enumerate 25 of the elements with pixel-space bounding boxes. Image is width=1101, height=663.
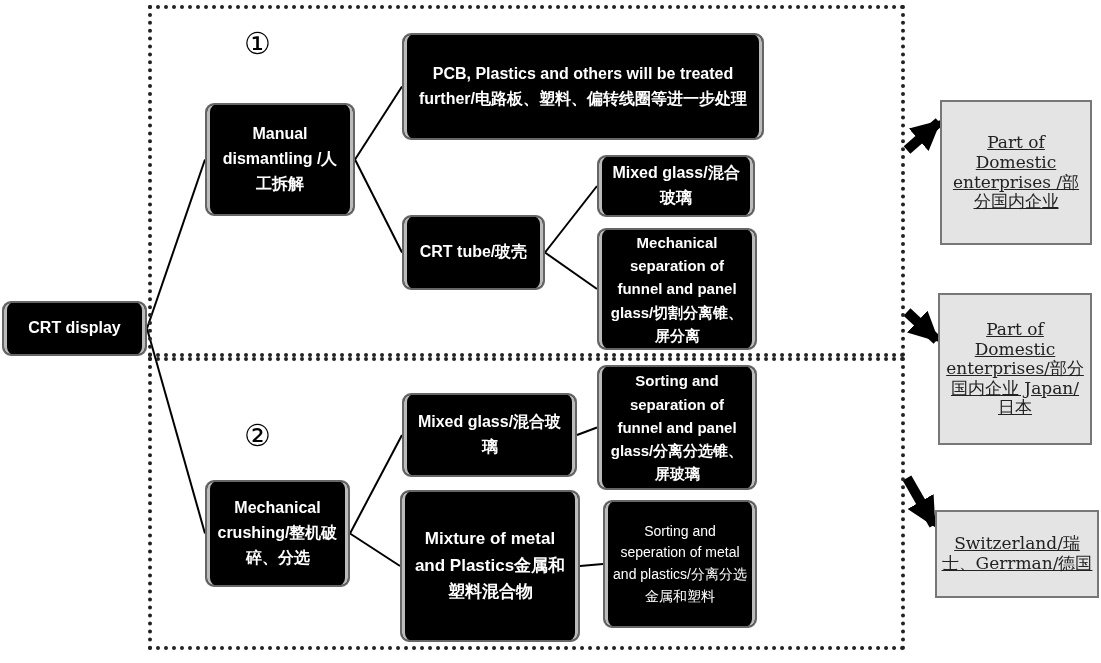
process-box: Mechanical separation of funnel and panel glass/切割分离锥、屏分离 (597, 228, 757, 350)
connector-line (146, 158, 206, 330)
connector-line (349, 532, 401, 567)
connector-line (544, 185, 598, 254)
connector-line (354, 85, 403, 161)
connector-line (576, 426, 598, 436)
process-box: Mixed glass/混合玻璃 (402, 393, 577, 477)
process-box: CRT tube/玻壳 (402, 215, 545, 290)
connector-line (354, 158, 403, 254)
process-box: CRT display (2, 301, 147, 356)
process-box: Sorting and separation of funnel and panel glass/分离分选锥、屏玻璃 (597, 365, 757, 490)
process-box: Mechanical crushing/整机破碎、分选 (205, 480, 350, 587)
process-box: Manual dismantling /人工拆解 (205, 103, 355, 216)
dotted-group-frame (148, 5, 905, 357)
process-box: PCB, Plastics and others will be treated further/电路板、塑料、偏转线圈等进一步处理 (402, 33, 764, 140)
connector-line (544, 251, 598, 290)
dotted-group-frame (148, 357, 905, 650)
process-box: Mixed glass/混合玻璃 (597, 155, 755, 217)
circled-number: ① (244, 29, 271, 59)
process-box: Sorting and seperation of metal and plastics/分离分选金属和塑料 (603, 500, 757, 628)
connector-line (579, 563, 604, 567)
process-box: Mixture of metal and Plastics金属和塑料混合物 (400, 490, 580, 642)
circled-number: ② (244, 421, 271, 451)
connector-line (349, 434, 403, 535)
connector-line (146, 327, 206, 535)
